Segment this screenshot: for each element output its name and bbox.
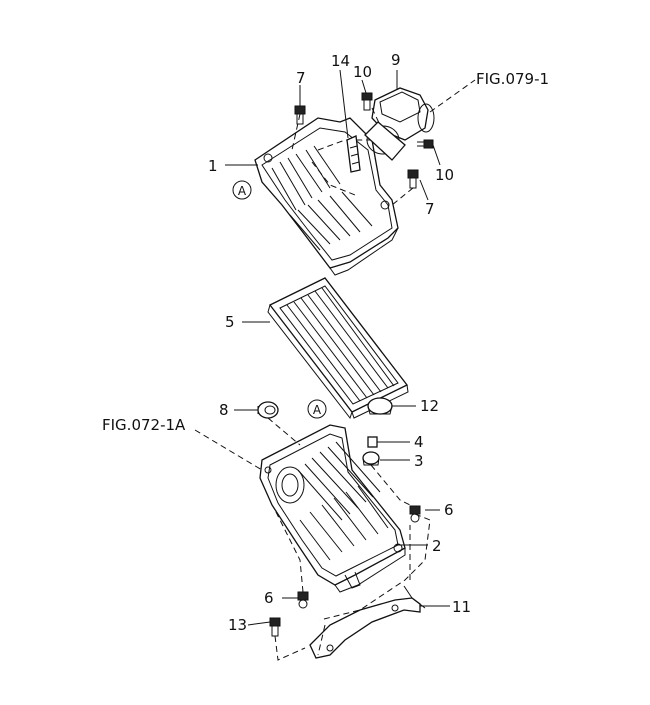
callout-9: 9: [391, 51, 401, 69]
callout-6-bottom: 6: [264, 589, 274, 607]
callout-14: 14: [331, 52, 350, 70]
lower-case: [259, 424, 406, 593]
marker-a-upper: A: [232, 180, 252, 200]
fig-reference-upper: FIG.079-1: [476, 70, 549, 88]
bolt-7-lower: [407, 169, 419, 189]
callout-13: 13: [228, 616, 247, 634]
callout-10-lower: 10: [435, 166, 454, 184]
callout-7-lower: 7: [425, 200, 435, 218]
callout-12: 12: [420, 397, 439, 415]
bolt-7-upper: [294, 105, 306, 125]
svg-text:A: A: [238, 184, 247, 198]
callout-10-upper: 10: [353, 63, 372, 81]
callout-6-right: 6: [444, 501, 454, 519]
upper-cover: [254, 117, 399, 276]
collar-part-4: [367, 436, 378, 448]
grommet-part-3: [362, 451, 380, 466]
air-filter-element: [267, 277, 409, 420]
grommet-part-8: [257, 401, 279, 419]
marker-a-lower: A: [307, 399, 327, 419]
callout-1: 1: [208, 157, 218, 175]
callout-8: 8: [219, 401, 229, 419]
bolt-10-lower: [417, 139, 434, 149]
clip-part-14: [346, 135, 361, 173]
callout-11: 11: [452, 598, 471, 616]
bolt-6-bottom: [297, 591, 309, 609]
bracket-part-11: [309, 585, 426, 659]
callout-5: 5: [225, 313, 235, 331]
callout-2: 2: [432, 537, 442, 555]
callout-3: 3: [414, 452, 424, 470]
callout-4: 4: [414, 433, 424, 451]
air-flow-meter-part-9: [364, 87, 435, 161]
callout-7-upper: 7: [296, 69, 306, 87]
bolt-13: [269, 617, 281, 637]
bolt-10-upper: [361, 92, 373, 111]
leader-lines: [225, 69, 450, 626]
fig-reference-lower: FIG.072-1A: [102, 416, 186, 434]
dashed-assembly-lines: [194, 79, 476, 661]
insulator-part-12: [367, 397, 393, 415]
svg-text:A: A: [313, 403, 322, 417]
